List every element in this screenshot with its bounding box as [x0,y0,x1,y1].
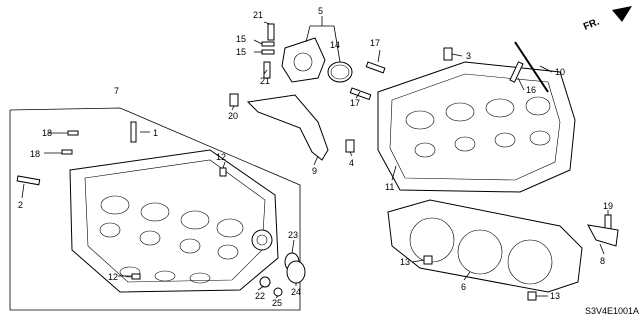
callout-2: 2 [18,200,23,210]
bolt-3 [443,47,453,61]
stud-16 [509,61,524,83]
callout-23: 23 [288,230,298,240]
left-small-parts [16,121,306,297]
bolt-20 [229,93,239,107]
bracket-8 [587,224,619,247]
callout-17a: 17 [370,38,380,48]
callout-21b: 21 [260,76,270,86]
stud-17b [349,87,372,101]
callout-11: 11 [385,182,394,192]
left-cylinder-head [69,149,279,293]
left-head-outline-box [9,107,301,311]
callout-13b: 13 [550,291,560,301]
callout-3: 3 [466,51,471,61]
callout-18a: 18 [42,128,52,138]
bracket-9 [246,94,329,161]
callout-7: 7 [114,86,119,96]
callout-18b: 18 [30,149,40,159]
leader-lines [21,16,609,299]
callout-labels: 1 2 3 4 5 6 7 8 9 10 11 12 12 13 13 14 1… [18,6,613,308]
callout-5: 5 [318,6,323,16]
callout-4: 4 [349,158,354,168]
dowel-13a [423,255,433,265]
callout-17b: 17 [350,98,360,108]
callout-10: 10 [555,67,565,77]
callout-12b: 12 [108,272,118,282]
stud-17a [365,61,386,74]
callout-15b: 15 [236,47,246,57]
callout-12a: 12 [216,152,226,162]
callout-25: 25 [272,298,282,308]
front-direction-arrow: FR. [582,6,632,33]
tube-10 [514,41,549,93]
head-gasket [387,199,583,293]
callout-22: 22 [255,291,265,301]
callout-9: 9 [312,166,317,176]
callout-15a: 15 [236,34,246,44]
bolt-19 [604,214,612,230]
callout-24: 24 [291,287,301,297]
bolt-4 [345,139,355,153]
callout-13a: 13 [400,257,410,267]
callout-20: 20 [228,111,238,121]
callout-14: 14 [330,40,340,50]
callout-21a: 21 [253,10,263,20]
right-cylinder-head [377,61,576,193]
callout-19: 19 [603,201,613,211]
callout-6: 6 [461,282,466,292]
callout-16: 16 [526,85,536,95]
fr-label: FR. [582,16,601,32]
callout-8: 8 [600,256,605,266]
dowel-13b [527,291,537,301]
diagram-code: S3V4E1001A [585,306,639,316]
callout-1: 1 [153,128,158,138]
